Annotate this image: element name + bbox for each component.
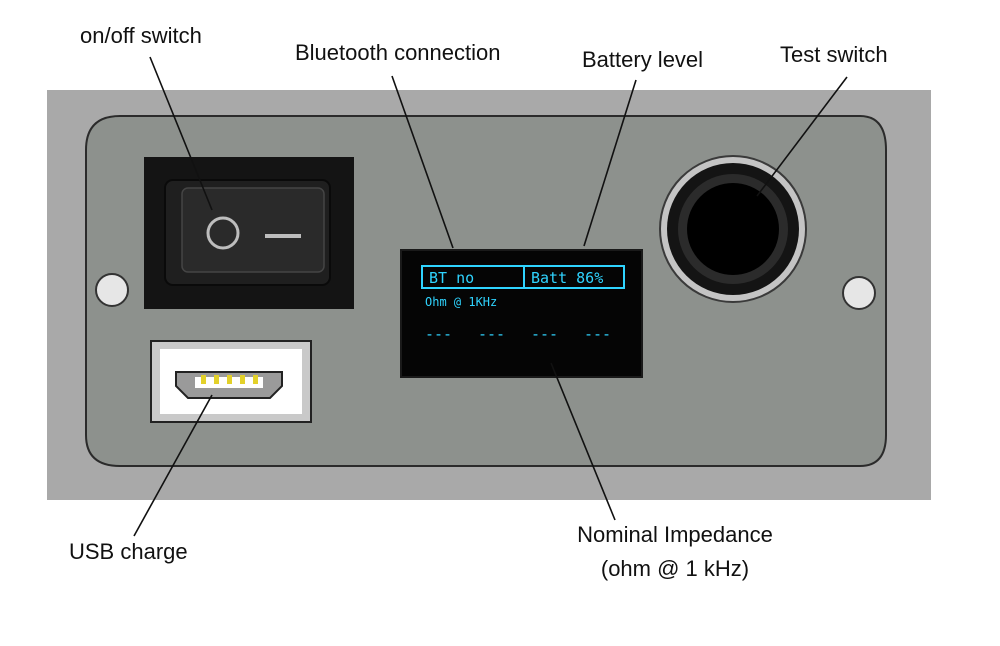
oled-display: BT no Batt 86% Ohm @ 1KHz --- --- --- --…	[400, 249, 643, 378]
leader-impedance	[550, 362, 616, 521]
label-nominal-impedance: Nominal Impedance (ohm @ 1 kHz)	[560, 522, 790, 582]
leader-bluetooth	[391, 75, 454, 249]
label-onoff-switch: on/off switch	[80, 23, 202, 48]
impedance-unit: Ohm @ 1KHz	[425, 295, 497, 309]
mounting-hole-left	[95, 273, 129, 307]
reading-1: ---	[425, 325, 452, 343]
label-impedance-line2: (ohm @ 1 kHz)	[600, 556, 750, 582]
label-battery-level: Battery level	[582, 47, 704, 72]
label-bluetooth-connection: Bluetooth connection	[295, 40, 501, 65]
reading-3: ---	[531, 325, 558, 343]
leader-onoff	[149, 56, 213, 211]
leader-usb	[133, 394, 213, 537]
battery-status-box	[523, 265, 625, 289]
label-impedance-line1: Nominal Impedance	[577, 522, 773, 547]
onoff-switch[interactable]	[144, 157, 354, 309]
reading-4: ---	[584, 325, 611, 343]
label-usb-charge: USB charge	[69, 539, 188, 564]
power-off-icon	[206, 216, 240, 250]
bt-status: BT no	[429, 269, 474, 287]
leader-battery	[583, 79, 637, 247]
mounting-hole-right	[842, 276, 876, 310]
label-test-switch: Test switch	[780, 42, 888, 67]
reading-2: ---	[478, 325, 505, 343]
leader-test	[756, 76, 848, 197]
battery-status: Batt 86%	[531, 269, 603, 287]
test-switch[interactable]	[659, 155, 807, 303]
leader-lines	[133, 56, 848, 537]
usb-port[interactable]	[150, 340, 312, 423]
